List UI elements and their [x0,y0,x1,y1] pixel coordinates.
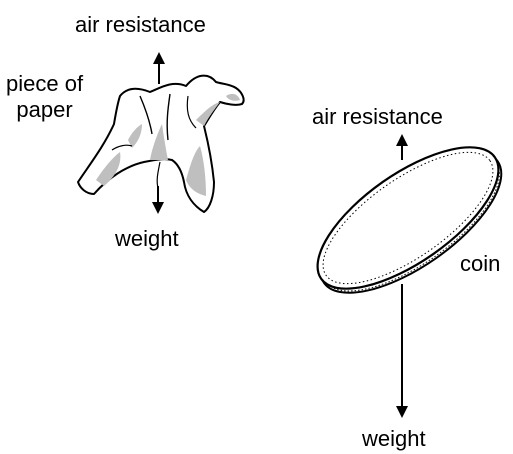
coin-weight-arrow [396,284,408,418]
paper-weight-label: weight [115,228,179,250]
coin-shape [296,121,513,319]
paper-air-resistance-label: air resistance [75,14,206,36]
coin-weight-label: weight [362,428,426,450]
paper-name-label: piece of paper [6,71,83,123]
coin-name-label: coin [460,253,500,275]
paper-name-line1: piece of [6,71,83,97]
paper-name-line2: paper [6,97,83,123]
paper-air-resistance-arrow [153,52,165,84]
coin-air-resistance-label: air resistance [312,106,443,128]
paper-shape [78,76,244,212]
paper-weight-arrow [152,186,164,214]
coin-air-resistance-arrow [396,134,408,160]
